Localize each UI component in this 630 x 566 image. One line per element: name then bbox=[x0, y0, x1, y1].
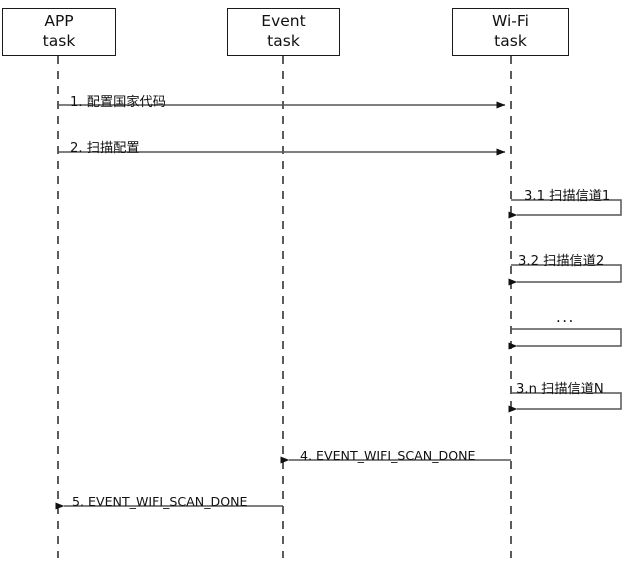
participant-box-event[interactable]: Event task bbox=[227, 8, 340, 56]
message-3-2 bbox=[508, 264, 622, 286]
message-label-3-1: 3.1 扫描信道1 bbox=[524, 189, 611, 204]
message-3-1 bbox=[508, 199, 622, 219]
message-label-4: 4. EVENT_WIFI_SCAN_DONE bbox=[300, 448, 476, 463]
self-call-path-5 bbox=[508, 392, 622, 413]
self-call-path-4 bbox=[508, 328, 622, 350]
participant-label-app-line1: APP bbox=[44, 12, 74, 31]
messages-layer bbox=[55, 101, 622, 510]
participant-box-wifi[interactable]: Wi-Fi task bbox=[452, 8, 569, 56]
message-label-3-n: 3.n 扫描信道N bbox=[516, 382, 604, 397]
message-label-3-2: 3.2 扫描信道2 bbox=[518, 254, 605, 269]
message-label-2: 2. 扫描配置 bbox=[70, 141, 140, 156]
self-call-path-2 bbox=[508, 199, 622, 219]
participant-label-app-line2: task bbox=[42, 32, 76, 50]
participant-box-app[interactable]: APP task bbox=[2, 8, 116, 56]
participant-label-event-line2: task bbox=[267, 32, 300, 50]
message---- bbox=[508, 328, 622, 350]
participant-label-event-line1: Event bbox=[261, 12, 306, 31]
participant-label-wifi-line1: Wi-Fi bbox=[492, 12, 529, 31]
lifelines-layer bbox=[57, 56, 512, 558]
message-label-5: 5. EVENT_WIFI_SCAN_DONE bbox=[72, 494, 248, 509]
message-label-1: 1. 配置国家代码 bbox=[70, 95, 166, 110]
message-3-n bbox=[508, 392, 622, 413]
self-call-path-3 bbox=[508, 264, 622, 286]
message-label----: ... bbox=[556, 308, 575, 326]
participant-label-wifi-line2: task bbox=[494, 32, 527, 50]
